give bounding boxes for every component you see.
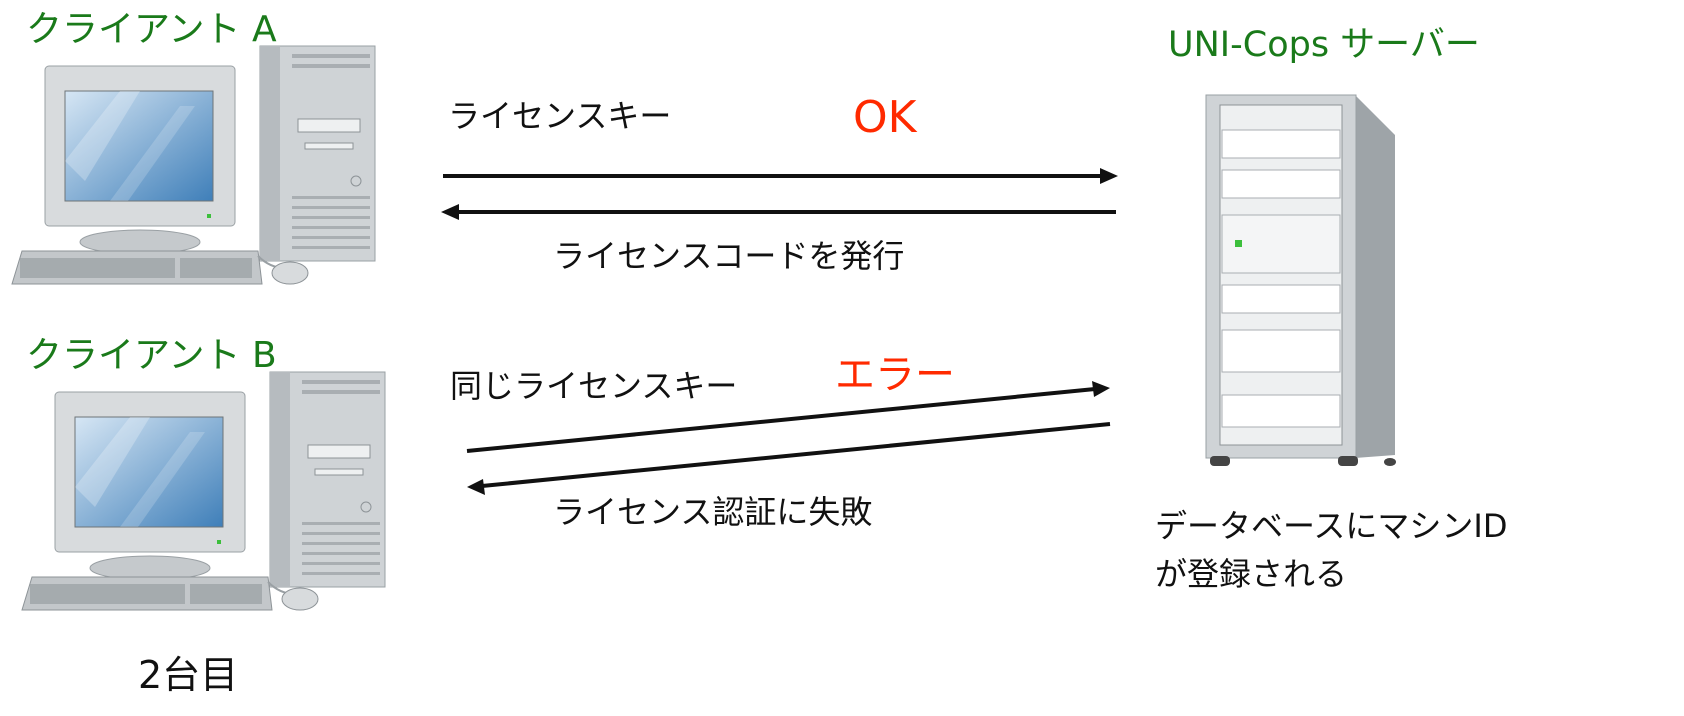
server-rack-icon (1205, 94, 1396, 466)
response-label-a: ライセンスコードを発行 (553, 237, 905, 275)
client-b-label: クライアント B (26, 335, 277, 376)
client-b-note: 2台目 (138, 653, 239, 697)
client-a-label: クライアント A (26, 9, 277, 50)
server-note-line2: が登録される (1155, 555, 1348, 593)
server-label: UNI-Cops サーバー (1168, 25, 1480, 65)
response-label-b: ライセンス認証に失敗 (553, 493, 873, 531)
client-b-computer-icon (21, 371, 386, 611)
client-a-computer-icon (11, 45, 376, 285)
request-label-b: 同じライセンスキー (450, 367, 738, 405)
response-arrow-a (441, 204, 1116, 220)
request-label-a: ライセンスキー (448, 97, 672, 135)
server-note-line1: データベースにマシンID (1155, 507, 1508, 545)
request-arrow-a (443, 168, 1118, 184)
response-arrow-b (467, 422, 1111, 495)
request-arrow-b (466, 381, 1110, 453)
status-error-label: エラー (835, 352, 955, 398)
status-ok-label: OK (853, 92, 917, 143)
